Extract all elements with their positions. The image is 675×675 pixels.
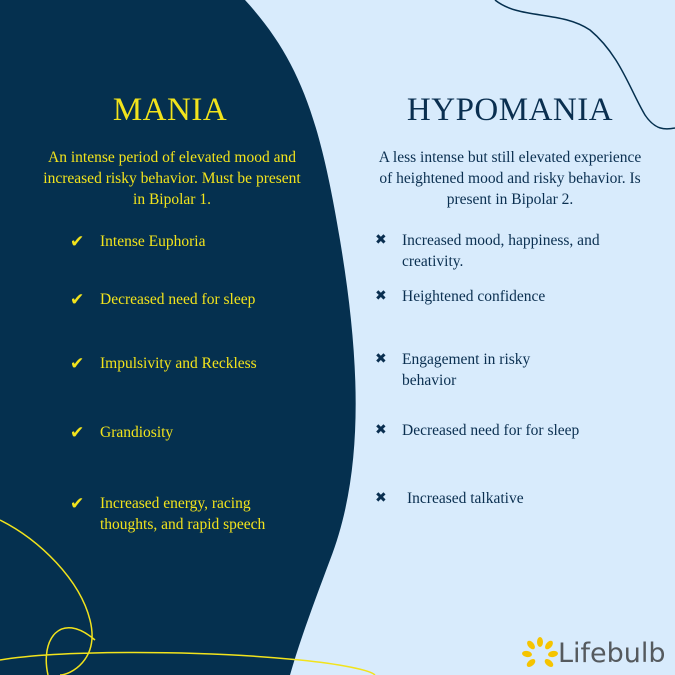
- x-icon: ✖: [375, 233, 387, 248]
- hypomania-item: ✖Increased mood, happiness, and creativi…: [375, 232, 600, 270]
- check-icon: ✔: [70, 494, 85, 513]
- mania-item: ✔Decreased need for sleep: [70, 290, 256, 309]
- hypomania-title: HYPOMANIA: [406, 92, 614, 128]
- x-icon: ✖: [375, 423, 387, 438]
- x-icon: ✖: [375, 491, 387, 506]
- logo-text: Lifebulb: [558, 637, 666, 669]
- hypomania-item: ✖Increased talkative: [375, 490, 524, 507]
- check-icon: ✔: [70, 354, 85, 373]
- mania-item: ✔Increased energy, racing thoughts, and …: [70, 494, 266, 533]
- hypomania-item: ✖Heightened confidence: [375, 288, 546, 305]
- check-icon: ✔: [70, 232, 85, 251]
- navy-panel: [0, 0, 356, 675]
- lifebulb-logo: Lifebulb: [522, 637, 666, 669]
- hypomania-description: A less intense but still elevated experi…: [378, 149, 642, 208]
- mania-item: ✔Grandiosity: [70, 423, 174, 442]
- x-icon: ✖: [375, 289, 387, 304]
- navy-squiggle: [494, 0, 675, 130]
- check-icon: ✔: [70, 290, 85, 309]
- x-icon: ✖: [375, 352, 387, 367]
- mania-item: ✔Intense Euphoria: [70, 232, 206, 251]
- mania-title: MANIA: [112, 92, 228, 128]
- yellow-squiggle: [0, 519, 376, 675]
- check-icon: ✔: [70, 423, 85, 442]
- hypomania-item: ✖Decreased need for for sleep: [375, 422, 580, 439]
- mania-item: ✔Impulsivity and Reckless: [70, 354, 257, 373]
- sun-petals-icon: [522, 637, 558, 667]
- mania-description: An intense period of elevated mood and i…: [43, 149, 301, 208]
- hypomania-item: ✖Engagement in risky behavior: [375, 351, 531, 389]
